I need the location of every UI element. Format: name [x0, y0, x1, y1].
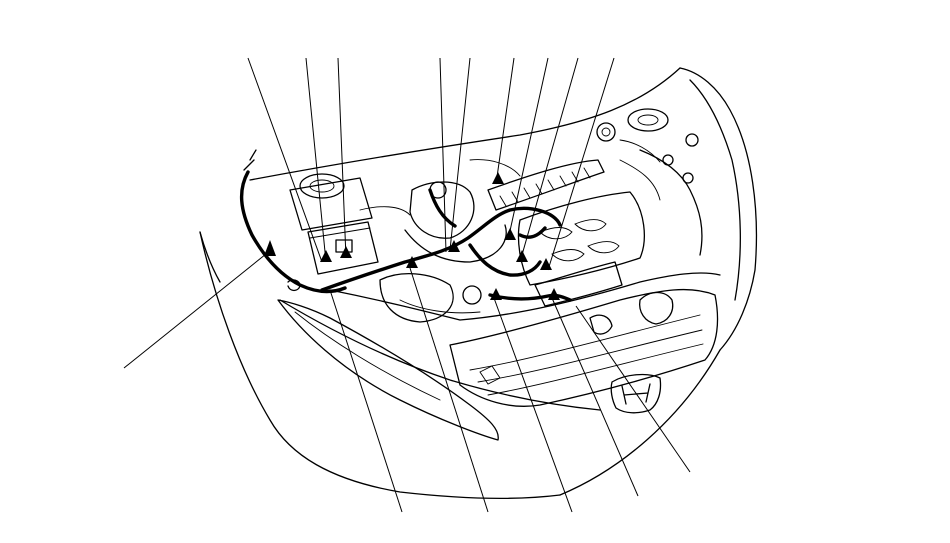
emblem-outer: [610, 373, 662, 414]
harness-break-mark: [243, 149, 257, 171]
callout-top-9: [547, 57, 615, 271]
coolant-cap: [462, 285, 482, 305]
front-bumper-line: [559, 349, 721, 496]
right-clip-2: [682, 172, 694, 184]
right-fender-inner: [689, 79, 741, 301]
wire-harness: [239, 170, 572, 302]
grille-clip: [479, 365, 501, 385]
callout-top-2: [305, 57, 327, 263]
air-intake: [409, 181, 475, 239]
left-headlight: [277, 299, 499, 441]
hood-edge-upper: [249, 67, 681, 181]
car-body: [199, 67, 758, 500]
left-fender-edge: [199, 231, 221, 283]
grille-bar-2: [477, 329, 703, 383]
callout-top-8: [519, 57, 579, 263]
harness-left-branch: [239, 170, 347, 294]
latch-bracket: [589, 314, 613, 335]
bumper-top-line: [279, 299, 601, 411]
harness-intake-drop: [428, 188, 457, 228]
callout-top-6: [495, 57, 515, 185]
right-strut-tower: [627, 108, 669, 132]
coil-3: [551, 249, 585, 262]
connector-arrow-1: [264, 240, 276, 256]
grille-bar-1: [469, 314, 701, 371]
harness-main-run: [320, 206, 562, 292]
connector-arrow-9: [406, 256, 418, 268]
callout-top-7: [507, 57, 549, 241]
relay-box: [289, 177, 373, 231]
harness-lower-loop: [468, 243, 542, 277]
detail-hose-2: [469, 159, 521, 177]
reservoir-cap: [596, 122, 616, 142]
callout-bottom-2: [409, 267, 489, 513]
callout-bottom-3: [493, 297, 573, 513]
engine-components: [289, 108, 703, 385]
brake-fluid-cap: [685, 133, 699, 147]
manifold-ribs: [499, 167, 591, 207]
coil-1: [539, 227, 573, 240]
valve-cover: [517, 191, 645, 286]
callout-leaders: [123, 57, 691, 513]
connector-arrow-5: [492, 172, 504, 184]
left-strut-tower: [299, 173, 345, 199]
callout-bottom-1: [329, 289, 403, 513]
coil-2: [574, 219, 607, 232]
radiator-support: [329, 272, 721, 321]
detail-hose-3: [619, 139, 661, 163]
battery: [307, 221, 379, 275]
reservoir-cap-inner: [601, 127, 611, 137]
right-hose: [639, 149, 703, 256]
callout-left-1: [123, 253, 267, 369]
detail-hose-1: [359, 206, 411, 216]
connector-arrow-4: [448, 240, 460, 252]
callout-bottom-4: [551, 297, 639, 497]
callout-bottom-5: [575, 305, 691, 473]
right-clip-1: [662, 154, 674, 166]
hood-latch-area: [639, 291, 674, 325]
intake-manifold-top: [487, 159, 605, 211]
grille-bar-3: [487, 343, 704, 396]
callout-top-3: [337, 57, 347, 259]
connector-arrow-11: [548, 288, 560, 300]
right-fender-upper: [679, 67, 758, 351]
detail-hose-4: [399, 299, 481, 314]
callout-top-5: [449, 57, 471, 251]
front-emblem: [610, 373, 662, 414]
harness-clip-left: [287, 279, 301, 292]
right-hose-2: [619, 159, 661, 201]
battery-top-edge: [309, 227, 371, 239]
left-fender-lower: [199, 231, 561, 500]
callout-top-1: [247, 57, 323, 263]
connector-arrow-2: [320, 250, 332, 262]
connector-arrow-6: [504, 228, 516, 240]
left-headlight-inner: [294, 311, 441, 401]
connector-arrow-10: [490, 288, 502, 300]
right-strut-cap: [637, 114, 659, 126]
coil-4: [587, 241, 620, 254]
callout-top-4: [439, 57, 447, 253]
grille-surround: [449, 288, 719, 407]
exhaust-manifold: [534, 261, 623, 307]
harness-front-run: [488, 293, 572, 302]
harness-short-branch: [518, 226, 547, 239]
radiator-cap-area: [379, 273, 454, 323]
